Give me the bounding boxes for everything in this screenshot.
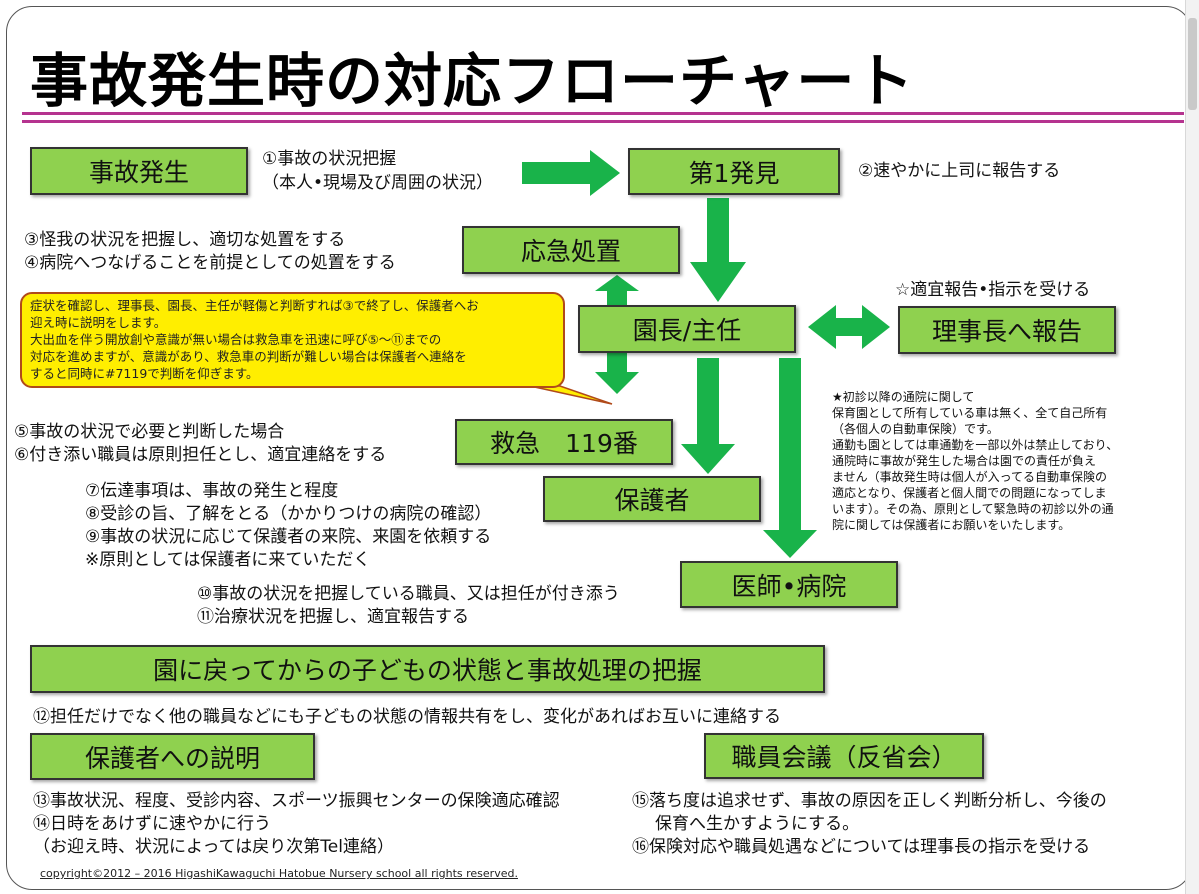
side-note-line: ません（事故発生時は個人が入ってる自動車保険の [832, 470, 1108, 484]
callout-line: 迎え時に説明をします。 [30, 315, 167, 330]
arrow-accident-to-finder [522, 150, 620, 196]
scrollbar-thumb[interactable] [1188, 18, 1197, 110]
note-3: ③怪我の状況を把握し、適切な処置をする [24, 230, 346, 250]
note-16: ⑯保険対応や職員処遇などについては理事長の指示を受ける [632, 837, 1091, 857]
callout-pointer [529, 385, 613, 405]
side-note-line: （各個人の自動車保険）です。 [832, 422, 999, 436]
callout-line: 大出血を伴う開放創や意識が無い場合は救急車を迅速に呼び⑤～⑪までの [30, 332, 442, 347]
note-15b: 保育へ生かすようにする。 [655, 814, 860, 834]
box-accident: 事故発生 [30, 147, 248, 195]
note-6: ⑥付き添い職員は原則担任とし、適宜連絡をする [14, 445, 387, 465]
box-director: 園長/主任 [578, 305, 796, 353]
arrow-director-to-guardian [681, 358, 735, 474]
note-15a: ⑮落ち度は追求せず、事故の原因を正しく判断分析し、今後の [632, 791, 1107, 811]
page-title: 事故発生時の対応フローチャート [30, 47, 915, 115]
box-explain-to-guardian: 保護者への説明 [30, 733, 315, 780]
note-2: ②速やかに上司に報告する [858, 161, 1061, 181]
box-guardian: 保護者 [543, 476, 761, 522]
note-13: ⑬事故状況、程度、受診内容、スポーツ振興センターの保険適応確認 [33, 791, 560, 811]
callout-line: 対応を進めますが、意識があり、救急車の判断が難しい場合は保護者へ連絡を [30, 349, 467, 364]
note-9: ⑨事故の状況に応じて保護者の来院、来園を依頼する [85, 527, 492, 547]
copyright-text: copyright©2012 – 2016 HigashiKawaguchi H… [40, 867, 518, 880]
side-note: ★初診以降の通院に関して 保育園として所有している車は無く、全て自己所有 （各個… [832, 389, 1177, 533]
title-rule-bottom [22, 120, 1184, 123]
note-1a: ①事故の状況把握 [262, 149, 397, 169]
note-5: ⑤事故の状況で必要と判断した場合 [14, 422, 285, 442]
arrow-finder-to-director [690, 198, 746, 302]
side-note-line: 保育園として所有している車は無く、全て自己所有 [832, 406, 1108, 420]
side-note-line: 適応となり、保護者と個人間での問題になってしま [832, 486, 1107, 500]
box-staff-meeting: 職員会議（反省会） [704, 733, 984, 779]
note-8: ⑧受診の旨、了解をとる（かかりつけの病院の確認） [85, 504, 492, 524]
arrow-director-to-firstaid [595, 275, 639, 305]
arrow-director-to-ambulance [595, 352, 639, 394]
side-note-line: 通院時に事故が発生した場合は園での責任が負え [832, 454, 1097, 468]
callout-line: 症状を確認し、理事長、園長、主任が軽傷と判断すれば③で終了し、保護者へお [30, 298, 479, 313]
side-note-line: います）。その為、原則として緊急時の初診以外の通 [832, 502, 1114, 516]
callout-line: すると同時に#7119で判断を仰ぎます。 [30, 366, 259, 381]
box-first-finder: 第1発見 [628, 148, 840, 195]
note-11: ⑪治療状況を把握し、適宜報告する [197, 607, 469, 627]
note-10: ⑩事故の状況を把握している職員、又は担任が付き添う [197, 584, 620, 604]
side-note-line: ★初診以降の通院に関して [832, 390, 975, 404]
arrow-director-to-doctor [763, 358, 817, 558]
note-4: ④病院へつなげることを前提としての処置をする [24, 253, 396, 273]
box-after-return: 園に戻ってからの子どもの状態と事故処理の把握 [30, 645, 825, 693]
note-14b: （お迎え時、状況によっては戻り次第Tel連絡） [33, 837, 394, 857]
callout-note: 症状を確認し、理事長、園長、主任が軽傷と判断すれば③で終了し、保護者へお 迎え時… [20, 292, 565, 388]
vertical-scrollbar[interactable] [1185, 0, 1199, 894]
note-1b: （本人•現場及び周囲の状況） [262, 173, 494, 193]
box-doctor: 医師•病院 [680, 561, 898, 608]
note-report: ☆適宜報告•指示を受ける [895, 280, 1091, 300]
box-first-aid: 応急処置 [462, 226, 680, 274]
box-ambulance: 救急 119番 [455, 419, 673, 465]
note-14: ⑭日時をあけずに速やかに行う [33, 814, 271, 834]
note-7: ⑦伝達事項は、事故の発生と程度 [85, 481, 339, 501]
arrow-director-chairman [808, 305, 890, 349]
box-chairman: 理事長へ報告 [898, 306, 1116, 354]
title-rule-top [22, 112, 1184, 115]
note-9-remark: ※原則としては保護者に来ていただく [85, 550, 371, 570]
side-note-line: 院に関しては保護者にお願いをいたします。 [832, 518, 1071, 532]
note-12: ⑫担任だけでなく他の職員などにも子どもの状態の情報共有をし、変化があればお互いに… [33, 707, 781, 727]
side-note-line: 通勤も園としては車通勤を一部以外は禁止しており、 [832, 438, 1119, 452]
